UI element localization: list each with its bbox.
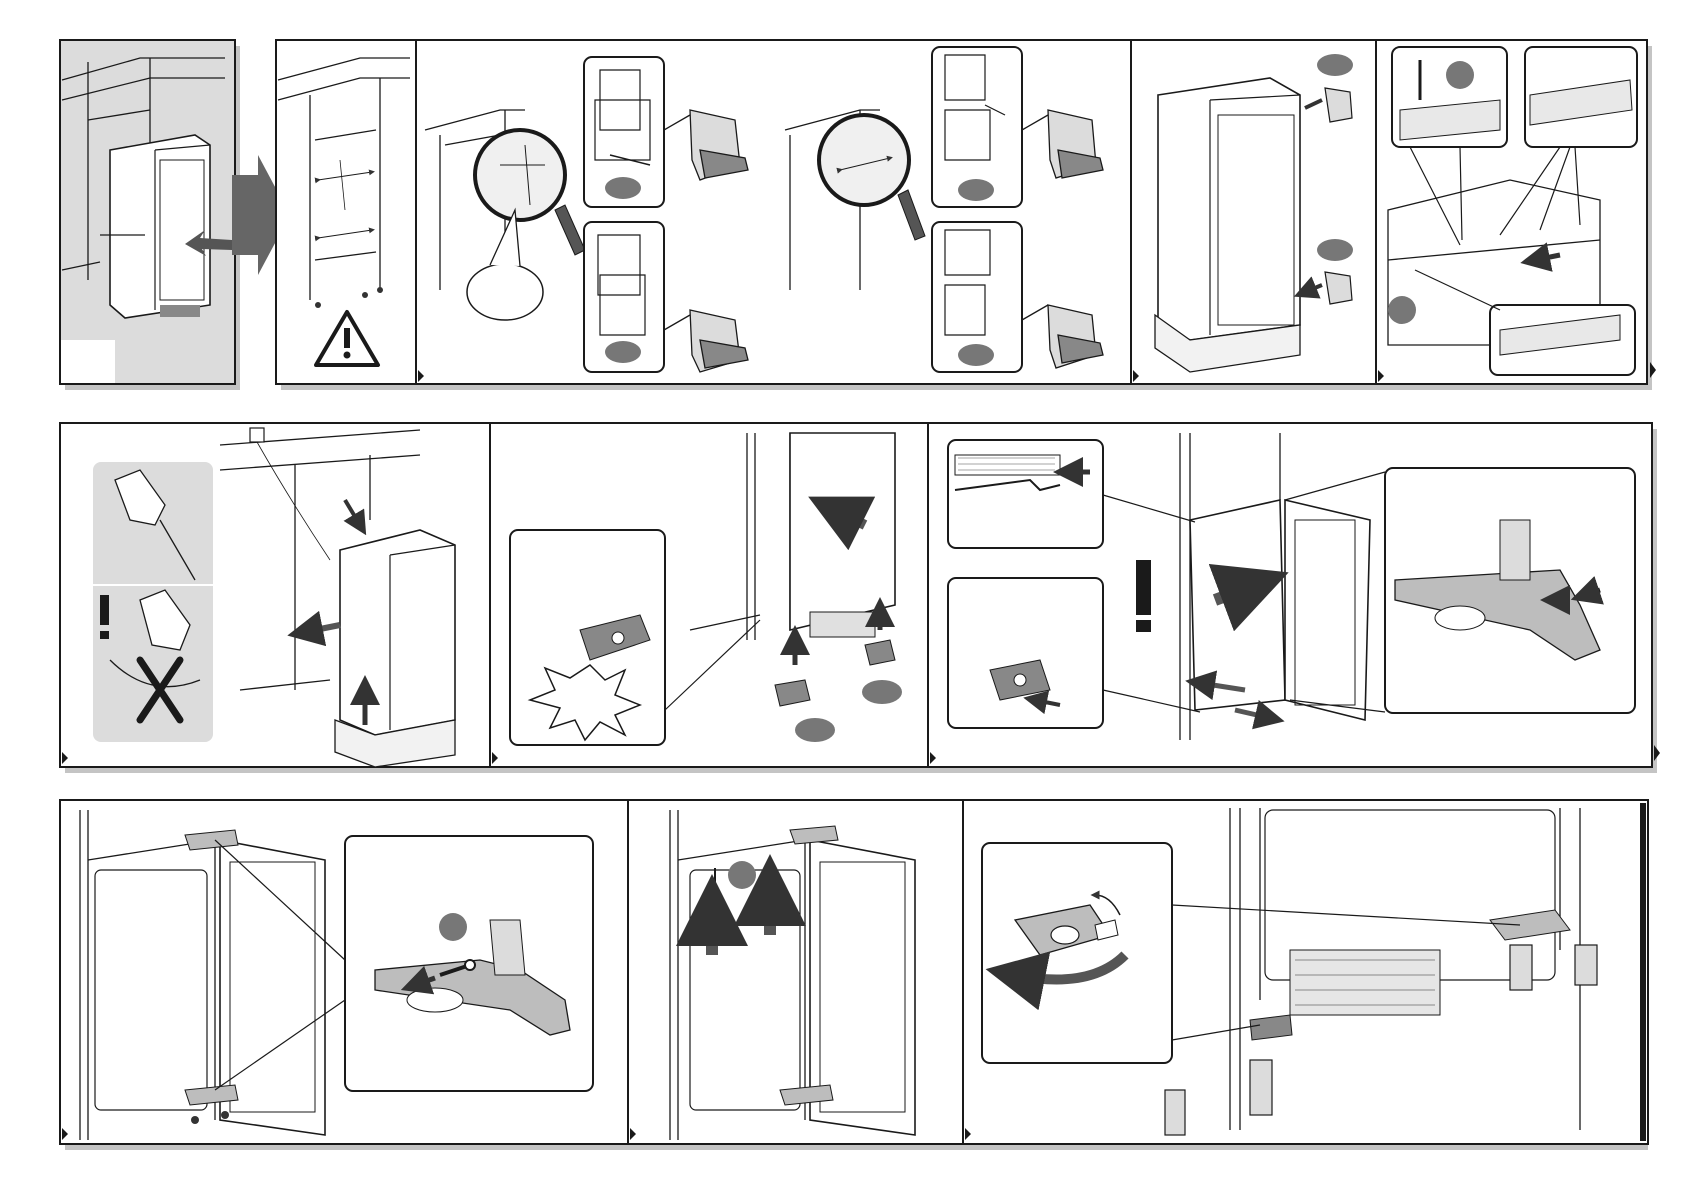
inset-hinge-detail bbox=[1385, 468, 1635, 713]
step-badge bbox=[1388, 296, 1416, 324]
panel-3-bracket-selection bbox=[416, 40, 1131, 384]
step-badge bbox=[958, 179, 994, 201]
inset-clip-detail bbox=[510, 530, 665, 745]
panel-2-niche-measure bbox=[276, 40, 416, 384]
row-1 bbox=[60, 40, 1656, 390]
panel-11-cover-clip bbox=[963, 800, 1648, 1144]
panel-1-insert-appliance bbox=[60, 40, 235, 384]
callout-bubble bbox=[467, 264, 543, 320]
inset-screw bbox=[1392, 47, 1507, 147]
step-badge bbox=[1317, 54, 1353, 76]
panel-9-screw-hinges bbox=[60, 800, 628, 1144]
step-badge bbox=[1317, 239, 1353, 261]
step-badge bbox=[728, 861, 756, 889]
inset-clip-rotate bbox=[982, 843, 1172, 1063]
panel-7-floor-clip bbox=[490, 423, 928, 767]
appliance-fridge bbox=[110, 135, 210, 318]
step-badge bbox=[605, 341, 641, 363]
exclamation-icon bbox=[100, 595, 109, 639]
inset-bracket-top bbox=[584, 57, 664, 207]
step-badge bbox=[439, 913, 467, 941]
panel-6-connect-and-insert bbox=[60, 423, 490, 767]
row-3 bbox=[60, 800, 1648, 1150]
exclamation-icon bbox=[1136, 560, 1151, 632]
step-badge bbox=[605, 177, 641, 199]
panel-10-fix-door bbox=[628, 800, 963, 1144]
step-badge bbox=[1446, 61, 1474, 89]
step-badge bbox=[958, 344, 994, 366]
inset-hinge-screw bbox=[345, 836, 593, 1091]
step-badge bbox=[795, 718, 835, 742]
step-badge bbox=[862, 680, 902, 704]
inset-floor-clip bbox=[948, 578, 1103, 728]
inset-bracket-cut-top bbox=[932, 47, 1022, 207]
inset-rail bbox=[1525, 47, 1637, 147]
panel-5-screw-top-bracket bbox=[1376, 40, 1656, 384]
inset-bracket-bottom bbox=[584, 222, 664, 372]
row-2 bbox=[60, 423, 1660, 773]
panel-8-align-door bbox=[928, 423, 1660, 767]
inset-clip bbox=[1490, 305, 1635, 375]
wall-socket-icon bbox=[250, 428, 264, 442]
inset-bracket-cut-bottom bbox=[932, 222, 1022, 372]
inset-top-gap bbox=[948, 440, 1103, 548]
panel-4-fit-brackets bbox=[1131, 40, 1376, 384]
